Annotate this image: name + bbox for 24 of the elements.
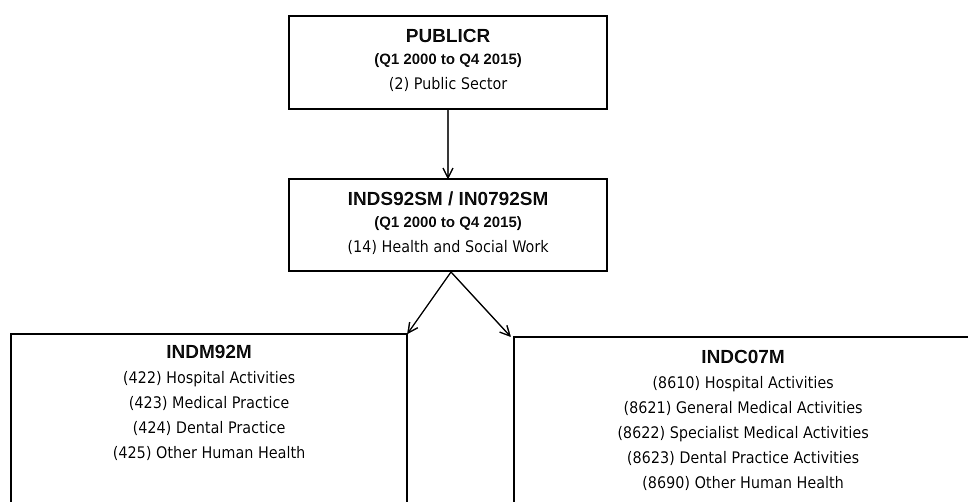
box-text: (8610) Hospital Activities [652, 372, 834, 394]
process-box [288, 178, 608, 272]
process-box [513, 336, 968, 502]
box-text: (8622) Specialist Medical Activities [617, 422, 869, 444]
box-text: (8621) General Medical Activities [623, 397, 863, 419]
arrow [442, 110, 454, 179]
process-box [288, 15, 608, 110]
date-range: (Q1 2000 to Q4 2015) [374, 50, 522, 70]
process-box [10, 333, 408, 502]
box-heading: INDS92SM / IN0792SM [348, 188, 548, 212]
box-text: (425) Other Human Health [112, 442, 306, 464]
arrow [450, 272, 511, 337]
box-heading: INDM92M [166, 341, 252, 365]
date-range: (Q1 2000 to Q4 2015) [374, 213, 522, 233]
box-text: (2) Public Sector [388, 73, 508, 95]
box-text: (8623) Dental Practice Activities [626, 447, 860, 469]
box-heading: PUBLICR [406, 25, 490, 49]
box-text: (422) Hospital Activities [122, 367, 296, 389]
box-text: (423) Medical Practice [128, 392, 290, 414]
box-text: (8690) Other Human Health [642, 472, 844, 494]
box-heading: INDC07M [701, 346, 785, 370]
box-text: (424) Dental Practice [132, 417, 286, 439]
box-text: (14) Health and Social Work [347, 236, 549, 258]
arrow [407, 272, 452, 334]
